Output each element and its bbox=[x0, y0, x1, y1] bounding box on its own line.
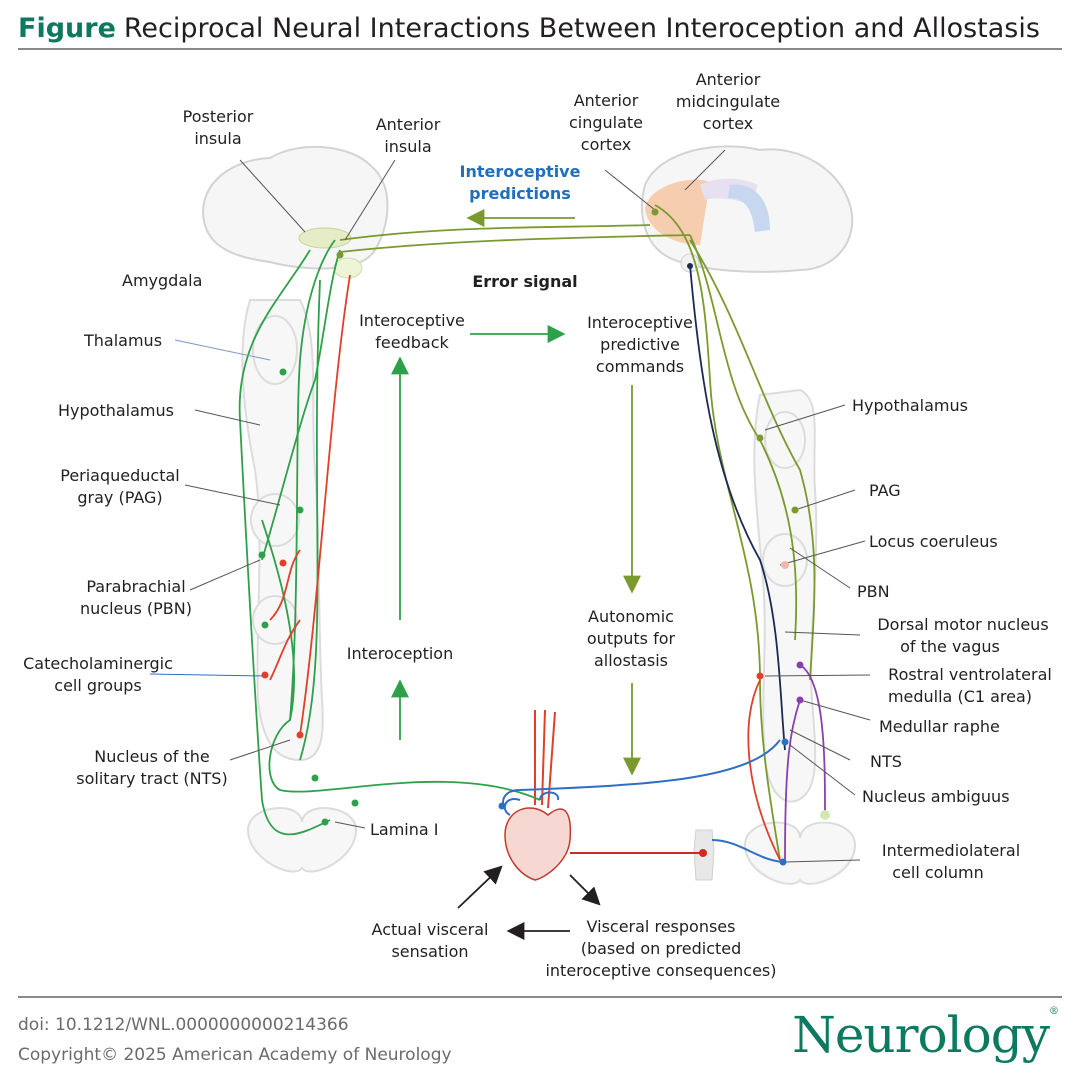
label-thalamus: Thalamus bbox=[83, 331, 162, 350]
label-pag-right: PAG bbox=[869, 481, 901, 500]
label-leader-lines bbox=[149, 149, 871, 863]
doi-text: doi: 10.1212/WNL.0000000000214366 bbox=[18, 1015, 349, 1035]
label-locus-coeruleus: Locus coeruleus bbox=[869, 532, 998, 551]
left-brainstem-illustration bbox=[241, 299, 358, 873]
efferent-to-heart bbox=[502, 739, 786, 863]
label-error-signal: Error signal bbox=[472, 272, 577, 291]
neurology-logo: Neurology® bbox=[792, 1006, 1059, 1064]
copyright-text: Copyright© 2025 American Academy of Neur… bbox=[18, 1045, 452, 1065]
label-pbn-right: PBN bbox=[857, 582, 890, 601]
right-brainstem-illustration bbox=[743, 388, 857, 885]
figure-title-text: Reciprocal Neural Interactions Between I… bbox=[123, 13, 1040, 44]
label-amygdala: Amygdala bbox=[122, 271, 202, 290]
sympathetic-ganglion-illustration bbox=[693, 829, 715, 881]
central-loop-arrows bbox=[391, 209, 641, 940]
label-hypothalamus-left: Hypothalamus bbox=[58, 401, 174, 420]
descending-predictive-pathways bbox=[339, 204, 826, 861]
pathway-nodes bbox=[258, 208, 830, 866]
footer-divider bbox=[18, 996, 1062, 998]
label-hypothalamus-right: Hypothalamus bbox=[852, 396, 968, 415]
label-lamina-i: Lamina I bbox=[370, 820, 439, 839]
heart-illustration bbox=[503, 709, 572, 881]
header-divider bbox=[18, 48, 1062, 50]
logo-mark: ® bbox=[1049, 1006, 1059, 1017]
label-nts-right: NTS bbox=[870, 752, 902, 771]
label-nucleus-ambiguus: Nucleus ambiguus bbox=[862, 787, 1010, 806]
ascending-interoceptive-pathways bbox=[238, 239, 541, 836]
footer: doi: 10.1212/WNL.0000000000214366 Copyri… bbox=[18, 1010, 452, 1070]
label-interoception: Interoception bbox=[347, 644, 453, 663]
figure-keyword: Figure bbox=[18, 13, 116, 44]
logo-text: Neurology bbox=[792, 1006, 1050, 1064]
left-brain-illustration bbox=[202, 145, 389, 279]
right-brain-illustration bbox=[641, 145, 854, 273]
label-medullar-raphe: Medullar raphe bbox=[879, 717, 1000, 736]
